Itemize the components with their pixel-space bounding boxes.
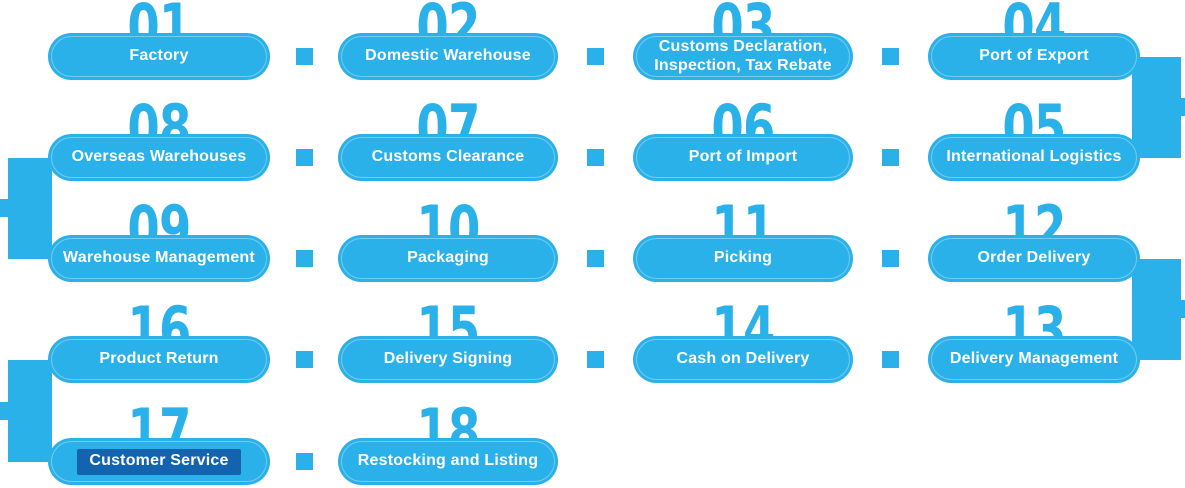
step-label: Port of Export <box>979 47 1089 65</box>
step-pill-03: Customs Declaration, Inspection, Tax Reb… <box>633 33 853 80</box>
step-pill-05: International Logistics <box>928 134 1140 181</box>
step-label: Domestic Warehouse <box>365 47 531 65</box>
step-pill-14: Cash on Delivery <box>633 336 853 383</box>
step-pill-12: Order Delivery <box>928 235 1140 282</box>
step-label: Factory <box>129 47 189 65</box>
step-label: International Logistics <box>946 148 1122 166</box>
step-pill-01: Factory <box>48 33 270 80</box>
step-label: Warehouse Management <box>63 249 255 267</box>
step-pill-08: Overseas Warehouses <box>48 134 270 181</box>
step-pill-06: Port of Import <box>633 134 853 181</box>
step-pill-18: Restocking and Listing <box>338 438 558 485</box>
connector-node <box>882 351 899 368</box>
step-label: Product Return <box>99 350 219 368</box>
step-label: Customer Service <box>89 452 229 470</box>
step-label: Customs Declaration, Inspection, Tax Reb… <box>654 37 832 74</box>
connector-node <box>882 149 899 166</box>
connector-node <box>882 48 899 65</box>
connector-node <box>295 149 313 166</box>
connector-node <box>295 453 313 470</box>
step-pill-09: Warehouse Management <box>48 235 270 282</box>
connector-node <box>1172 98 1185 116</box>
step-label: Order Delivery <box>977 249 1091 267</box>
step-pill-04: Port of Export <box>928 33 1140 80</box>
step-label: Picking <box>713 249 773 267</box>
step-label: Port of Import <box>688 148 798 166</box>
step-label: Delivery Signing <box>383 350 513 368</box>
connector-node <box>0 401 12 420</box>
connector-node <box>587 351 604 368</box>
step-pill-17: Customer Service <box>48 438 270 485</box>
step-label: Cash on Delivery <box>676 350 810 368</box>
highlight-badge: Customer Service <box>77 448 241 475</box>
vertical-connector-left <box>8 359 52 462</box>
connector-node <box>295 48 313 65</box>
connector-node <box>0 199 12 217</box>
connector-node <box>295 250 313 267</box>
step-pill-13: Delivery Management <box>928 336 1140 383</box>
step-label: Restocking and Listing <box>357 452 539 470</box>
vertical-connector-left <box>8 157 52 259</box>
connector-node <box>587 48 604 65</box>
connector-node <box>882 250 899 267</box>
step-pill-16: Product Return <box>48 336 270 383</box>
connector-node <box>587 250 604 267</box>
step-label: Delivery Management <box>949 350 1119 368</box>
connector-node <box>1172 300 1185 318</box>
step-pill-10: Packaging <box>338 235 558 282</box>
step-label: Customs Clearance <box>371 148 525 166</box>
step-label: Overseas Warehouses <box>71 148 247 166</box>
step-pill-15: Delivery Signing <box>338 336 558 383</box>
connector-node <box>295 351 313 368</box>
step-label: Packaging <box>407 249 489 267</box>
connector-node <box>587 149 604 166</box>
step-pill-02: Domestic Warehouse <box>338 33 558 80</box>
step-pill-07: Customs Clearance <box>338 134 558 181</box>
step-pill-11: Picking <box>633 235 853 282</box>
